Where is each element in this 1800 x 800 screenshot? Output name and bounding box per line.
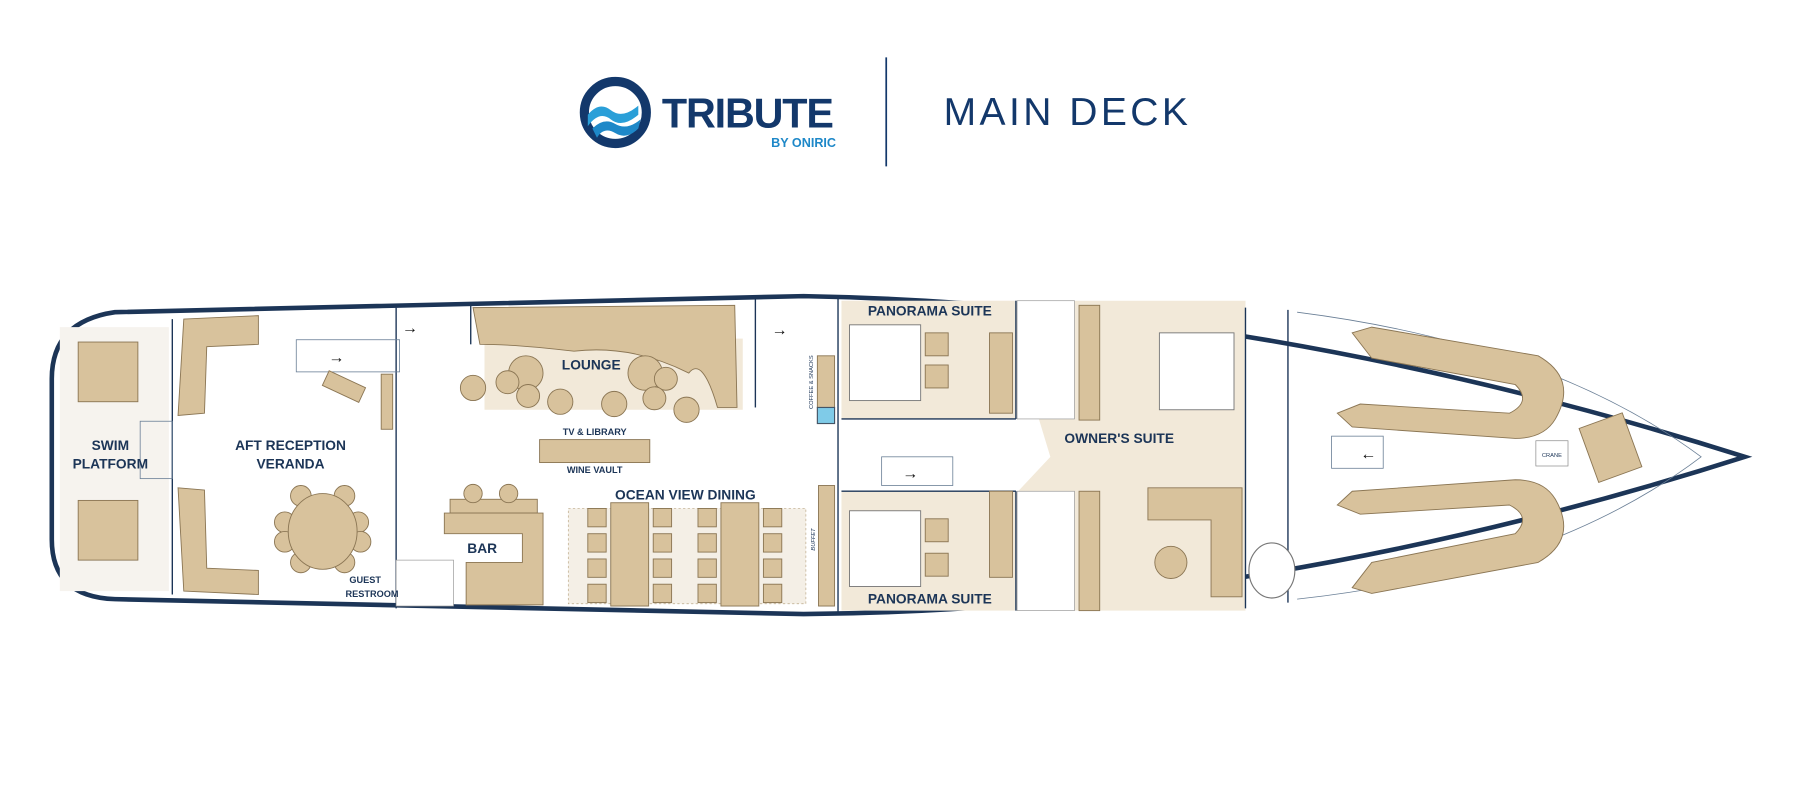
veranda-round-table (274, 485, 372, 574)
tenders (1336, 326, 1565, 594)
label-panorama-suite-bottom: PANORAMA SUITE (868, 592, 992, 607)
label-bar: BAR (467, 541, 497, 556)
coffee-counter (816, 355, 836, 408)
label-coffee-snacks: COFFEE & SNACKS (809, 355, 815, 409)
owners-sofa (1147, 487, 1243, 598)
label-panorama-suite-top: PANORAMA SUITE (868, 304, 992, 319)
stairs-aft (295, 339, 400, 373)
label-guest-restroom-2: RESTROOM (346, 589, 399, 599)
stairs-forward (881, 456, 954, 486)
arrow-icon: → (402, 320, 418, 337)
tribute-logo: TRIBUTE BY ONIRIC (579, 76, 836, 150)
logo-text: TRIBUTE (662, 90, 833, 136)
arrow-icon: → (902, 466, 918, 483)
coffee-sink (816, 406, 836, 425)
buffet-counter (818, 485, 836, 607)
suite-beds (849, 304, 1235, 612)
veranda-sofas (177, 315, 394, 596)
swim-ladder (139, 420, 173, 480)
label-guest-restroom-1: GUEST (349, 575, 381, 585)
crane-box (1535, 440, 1569, 467)
label-tv-library: TV & LIBRARY (563, 427, 627, 437)
logo-wave-icon-2 (592, 119, 641, 138)
page-title: MAIN DECK (944, 91, 1192, 134)
dining-tables (587, 502, 783, 607)
sunbeds (77, 341, 139, 561)
label-aft-reception-2: VERANDA (256, 456, 324, 471)
lounge-furniture (459, 304, 738, 423)
bar-counter (443, 483, 544, 606)
logo-ring-icon (579, 76, 651, 149)
label-owners-suite: OWNER'S SUITE (1064, 431, 1174, 446)
label-buffet: BUFFET (811, 528, 817, 551)
label-lounge: LOUNGE (562, 358, 621, 373)
crane-base (1578, 412, 1643, 484)
label-swim-platform-2: PLATFORM (73, 456, 148, 471)
label-wine-vault: WINE VAULT (567, 465, 623, 475)
arrow-icon: ← (1360, 446, 1376, 463)
arrow-icon: → (328, 350, 344, 367)
stairs-bow (1331, 435, 1384, 469)
logo-subtext: BY ONIRIC (771, 136, 836, 150)
arrow-icon: → (771, 322, 787, 339)
label-crane: CRANE (1542, 453, 1562, 459)
tv-library-cabinet (539, 439, 651, 464)
bathrooms (395, 300, 1075, 611)
label-ocean-view-dining: OCEAN VIEW DINING (615, 487, 756, 502)
label-aft-reception-1: AFT RECEPTION (235, 438, 346, 453)
bathtub (1248, 542, 1296, 599)
logo-wave-icon (587, 105, 639, 127)
label-swim-platform-1: SWIM (92, 438, 129, 453)
